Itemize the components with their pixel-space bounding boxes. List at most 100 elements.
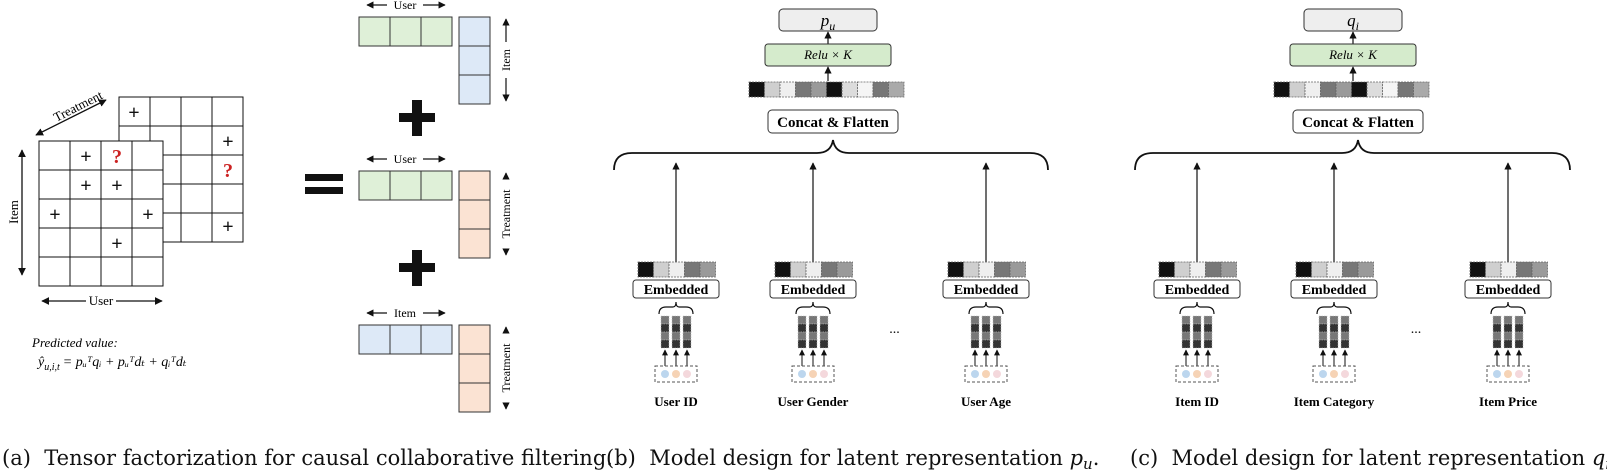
lookup-cell — [1492, 323, 1502, 333]
small-brace — [1179, 301, 1215, 315]
embedding-cell — [978, 261, 995, 278]
embedded-box — [769, 279, 857, 299]
lookup-cell — [981, 315, 991, 325]
lookup-cell — [682, 323, 692, 333]
embedded-box — [1464, 279, 1552, 299]
lookup-cell — [1514, 315, 1524, 325]
embedding-cell — [1366, 81, 1383, 98]
embedded-box — [1153, 279, 1241, 299]
embedding-cell — [1351, 81, 1368, 98]
embedding-cell — [826, 81, 843, 98]
lookup-cell — [671, 339, 681, 349]
embedding-cell — [1289, 81, 1306, 98]
predicted-formula: ŷu,i,t= pᵤᵀqᵢ + pᵤᵀdₜ + qᵢᵀdₜ — [36, 355, 187, 373]
lookup-cell — [797, 323, 807, 333]
column-vector-cell — [458, 353, 491, 384]
lookup-cell — [1329, 323, 1339, 333]
embedding-cell — [963, 261, 980, 278]
onehot-dot — [820, 370, 828, 378]
predicted-value-label: Predicted value: — [31, 335, 118, 350]
lookup-cell — [1318, 315, 1328, 325]
column-vector-cell — [458, 74, 491, 105]
embedded-box — [632, 279, 720, 299]
lookup-cell — [797, 331, 807, 341]
embedding-vector — [1469, 261, 1548, 278]
lookup-cell — [1181, 315, 1191, 325]
embedded-label: Embedded — [954, 283, 1019, 298]
output-label: qi — [1347, 11, 1359, 33]
lookup-cell — [1503, 323, 1513, 333]
lookup-cell — [819, 315, 829, 325]
feature-label: User Age — [961, 394, 1011, 409]
feature-label: Item ID — [1175, 394, 1219, 409]
lookup-cell — [992, 315, 1002, 325]
lookup-cell — [1318, 323, 1328, 333]
output-box — [1303, 8, 1403, 32]
embedding-cell — [821, 261, 838, 278]
caption-c: (c) Model design for latent representati… — [1130, 446, 1607, 473]
lookup-cell — [1514, 331, 1524, 341]
embedding-cell — [1357, 261, 1374, 278]
embedding-cell — [1320, 81, 1337, 98]
small-brace — [1316, 301, 1352, 315]
lookup-cell — [1340, 331, 1350, 341]
tensor-front-grid: +?+++++ — [38, 140, 164, 287]
embedding-cell — [994, 261, 1011, 278]
onehot-box — [654, 365, 698, 383]
column-vector-cell — [458, 170, 491, 201]
user-axis-label: User — [89, 293, 114, 308]
onehot-dot — [1493, 370, 1501, 378]
lookup-cell — [671, 323, 681, 333]
item-axis-label: Item — [6, 200, 21, 224]
embedding-cell — [1342, 261, 1359, 278]
lookup-cell — [819, 331, 829, 341]
relu-box — [1289, 43, 1417, 67]
embedding-cell — [668, 261, 685, 278]
embedding-cell — [872, 81, 889, 98]
embedding-cell — [1311, 261, 1328, 278]
embedding-vector — [947, 261, 1026, 278]
plus-mark: + — [222, 216, 233, 238]
lookup-cell — [808, 315, 818, 325]
embedded-box — [942, 279, 1030, 299]
concat-label: Concat & Flatten — [1302, 115, 1414, 131]
embedding-cell — [1531, 261, 1548, 278]
onehot-box — [1312, 365, 1356, 383]
concat-box — [767, 109, 899, 134]
lookup-cell — [682, 331, 692, 341]
output-box — [778, 8, 878, 32]
embedding-cell — [1158, 261, 1175, 278]
onehot-dot — [1341, 370, 1349, 378]
lookup-cell — [992, 323, 1002, 333]
plus-mark: + — [111, 175, 122, 197]
embedding-vector — [774, 261, 853, 278]
grouping-brace — [1134, 139, 1571, 171]
onehot-dot — [1319, 370, 1327, 378]
embedding-cell — [1516, 261, 1533, 278]
lookup-cell — [797, 315, 807, 325]
embedding-cell — [1397, 81, 1414, 98]
embedding-vector — [637, 261, 716, 278]
lookup-cell — [1503, 315, 1513, 325]
small-brace — [968, 301, 1004, 315]
feature-ellipsis: ... — [889, 322, 900, 337]
onehot-dot — [982, 370, 990, 378]
embedding-cell — [841, 81, 858, 98]
onehot-dot — [1515, 370, 1523, 378]
factor-side-label: Item — [499, 48, 513, 71]
embedding-cell — [1273, 81, 1290, 98]
plus-mark: + — [49, 204, 60, 226]
lookup-cell — [797, 339, 807, 349]
lookup-cell — [1181, 323, 1191, 333]
embedding-cell — [888, 81, 905, 98]
factor-top-label: User — [394, 0, 417, 12]
lookup-cell — [970, 339, 980, 349]
lookup-cell — [1329, 339, 1339, 349]
treatment-axis-label: Treatment — [51, 87, 105, 125]
lookup-cell — [1181, 331, 1191, 341]
lookup-cell — [682, 339, 692, 349]
embedding-cell — [810, 81, 827, 98]
